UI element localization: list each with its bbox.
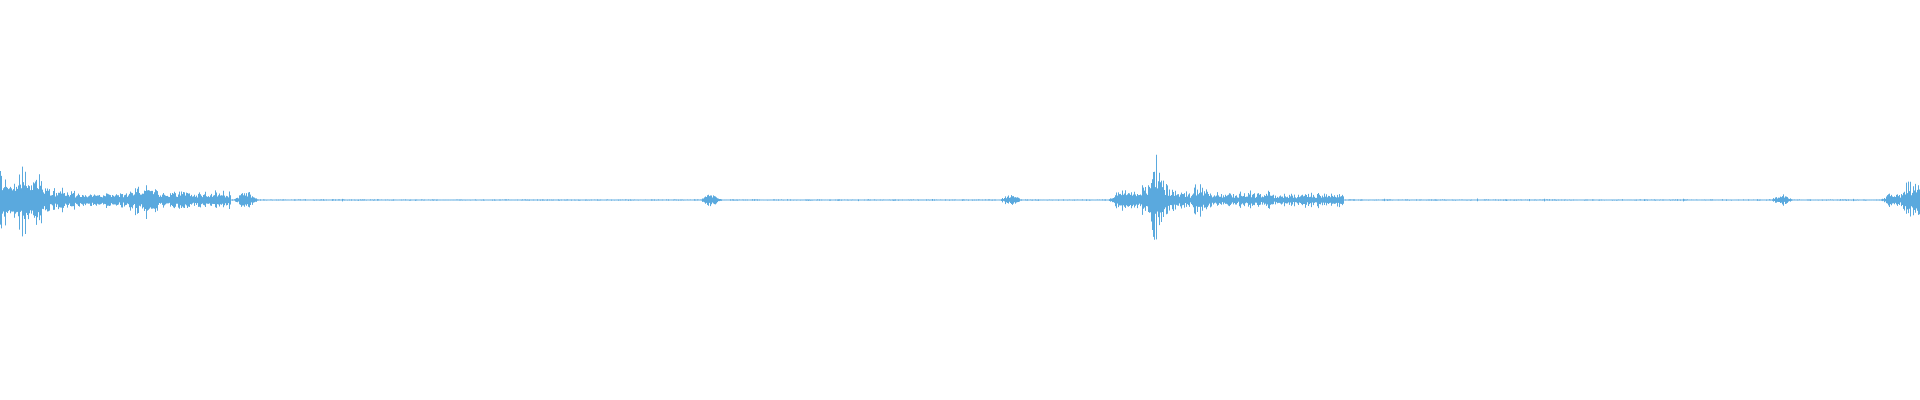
waveform-path (0, 154, 1920, 240)
